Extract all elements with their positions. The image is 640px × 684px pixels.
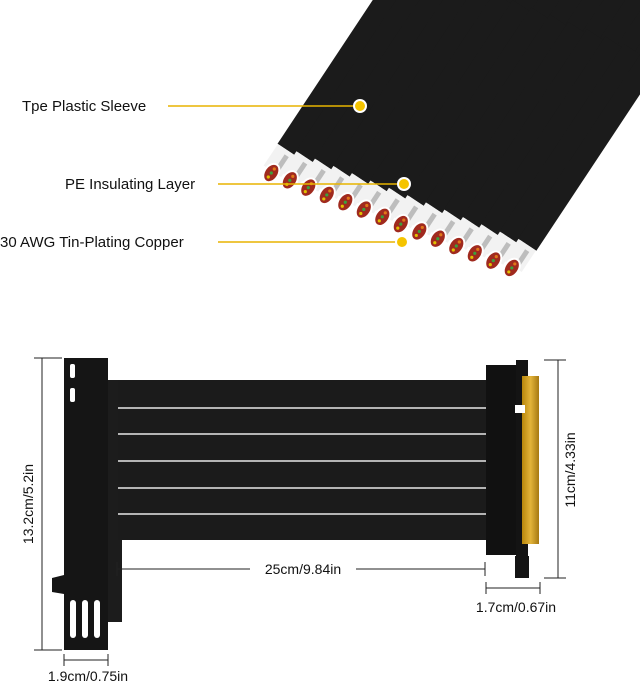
cable-strand: [299, 0, 446, 198]
cable-bundle-illustration: [262, 0, 640, 279]
height-right-label: 11cm/4.33in: [562, 432, 578, 507]
dimension-length: [116, 562, 486, 576]
cable-strand: [465, 36, 624, 264]
height-left-label: 13.2cm/5.2in: [20, 464, 36, 544]
width-right-label: 1.7cm/0.67in: [476, 599, 556, 615]
cable-strand: [317, 0, 470, 206]
callout-label-insulating: PE Insulating Layer: [65, 176, 195, 193]
dimension-height-left: [34, 357, 62, 651]
cable-strand: [484, 43, 640, 271]
left-slot-connector: [52, 358, 122, 650]
cable-strand: [373, 0, 532, 227]
width-left-label: 1.9cm/0.75in: [48, 668, 128, 684]
ribbon-cable: [118, 380, 490, 540]
cable-strand: [262, 0, 400, 184]
dimension-width-right: [485, 582, 541, 594]
callout-insulating: PE Insulating Layer: [65, 176, 411, 193]
length-label: 25cm/9.84in: [265, 561, 341, 577]
dimension-height-right: [544, 359, 566, 579]
cable-strand: [336, 0, 493, 213]
callout-copper: 30 AWG Tin-Plating Copper: [0, 234, 409, 251]
dimension-width-left: [63, 654, 109, 666]
cable-strand: [391, 7, 550, 235]
cable-strand: [447, 29, 606, 257]
cable-strand: [410, 14, 569, 242]
callout-dot: [353, 99, 367, 113]
cable-strand: [502, 54, 640, 279]
callout-dot: [397, 177, 411, 191]
callout-dot: [395, 235, 409, 249]
callout-label-copper: 30 AWG Tin-Plating Copper: [0, 234, 184, 251]
cable-strand: [428, 21, 587, 249]
cable-strand: [354, 0, 513, 220]
right-edge-connector: [486, 360, 539, 578]
callout-label-sleeve: Tpe Plastic Sleeve: [22, 98, 146, 115]
cable-strand: [280, 0, 423, 191]
callout-sleeve: Tpe Plastic Sleeve: [22, 98, 367, 115]
